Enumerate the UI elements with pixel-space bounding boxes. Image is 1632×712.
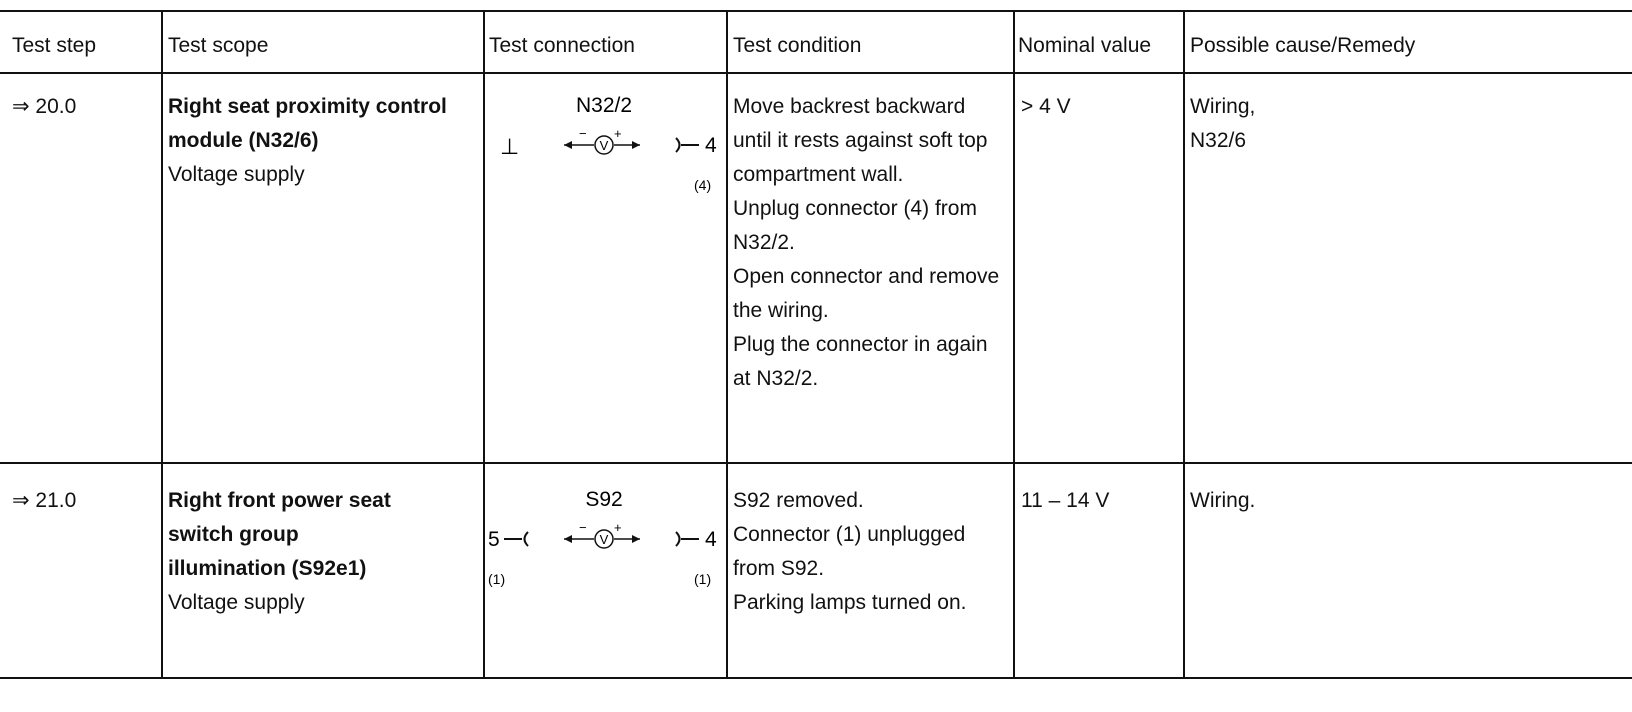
row2-test-condition: S92 removed. Connector (1) unplugged fro… — [733, 484, 966, 620]
col-divider-2 — [483, 10, 485, 678]
row1-left-terminal: ⊥ — [500, 134, 519, 159]
row1-test-step: ⇒ 20.0 — [12, 95, 77, 118]
header-test-step: Test step — [12, 34, 97, 57]
col-divider-5 — [1183, 10, 1185, 678]
row2-voltmeter-diagram: S92 5 (1) − V + 4 (1) — [488, 488, 717, 587]
row1-nominal-value: > 4 V — [1021, 95, 1071, 118]
svg-text:−: − — [579, 520, 587, 535]
row1-voltmeter-diagram: N32/2 ⊥ − V + 4 (4) — [500, 94, 717, 193]
right-connector-symbol — [675, 137, 699, 153]
row2-scope-line: switch group — [168, 523, 299, 546]
row1-scope-line: Voltage supply — [168, 163, 305, 186]
row1-right-connector: (4) — [694, 177, 711, 193]
remedy-line: Wiring, — [1190, 95, 1256, 118]
row2-scope-line: Voltage supply — [168, 591, 305, 614]
row1-right-terminal: 4 — [705, 134, 717, 157]
row2-nominal-value: 11 – 14 V — [1021, 489, 1110, 512]
condition-line: Plug the connector in again — [733, 333, 988, 356]
header-test-condition: Test condition — [733, 34, 862, 57]
svg-text:V: V — [600, 138, 609, 153]
condition-line: until it rests against soft top — [733, 129, 988, 152]
row2-test-scope: Right front power seat switch group illu… — [168, 484, 391, 620]
condition-line: N32/2. — [733, 231, 795, 254]
table-bottom-rule — [0, 677, 1632, 679]
condition-line: Open connector and remove — [733, 265, 1000, 288]
condition-line: the wiring. — [733, 299, 829, 322]
condition-line: S92 removed. — [733, 489, 864, 512]
header-bottom-rule — [0, 72, 1632, 74]
left-connector-symbol — [504, 531, 529, 547]
condition-line: compartment wall. — [733, 163, 904, 186]
row2-left-terminal: 5 — [488, 528, 500, 551]
condition-line: Parking lamps turned on. — [733, 591, 967, 614]
row1-component-label: N32/2 — [576, 94, 632, 117]
condition-line: Move backrest backward — [733, 95, 966, 118]
row2-cause-remedy: Wiring. — [1190, 484, 1255, 518]
row1-cause-remedy: Wiring, N32/6 — [1190, 90, 1255, 158]
remedy-line: Wiring. — [1190, 489, 1256, 512]
row2-test-step: ⇒ 21.0 — [12, 489, 77, 512]
voltmeter-symbol: − V + — [564, 520, 640, 549]
row2-test-connection: S92 5 (1) − V + 4 (1) — [486, 480, 726, 620]
svg-text:−: − — [579, 126, 587, 141]
row1-test-condition: Move backrest backward until it rests ag… — [733, 90, 999, 396]
svg-text:+: + — [614, 520, 622, 535]
row2-scope-line: Right front power seat — [168, 489, 391, 512]
voltmeter-symbol: − V + — [564, 126, 640, 155]
condition-line: Unplug connector (4) from — [733, 197, 977, 220]
row2-left-connector: (1) — [488, 571, 505, 587]
table-top-rule — [0, 10, 1632, 12]
row1-scope-line: module (N32/6) — [168, 129, 319, 152]
header-cause-remedy: Possible cause/Remedy — [1190, 34, 1416, 57]
row2-right-connector: (1) — [694, 571, 711, 587]
row1-test-scope: Right seat proximity control module (N32… — [168, 90, 447, 192]
col-divider-4 — [1013, 10, 1015, 678]
col-divider-3 — [726, 10, 728, 678]
row2-right-terminal: 4 — [705, 528, 717, 551]
svg-text:+: + — [614, 126, 622, 141]
col-divider-1 — [161, 10, 163, 678]
header-nominal-value: Nominal value — [1018, 34, 1152, 57]
row1-test-connection: N32/2 ⊥ − V + 4 (4) — [486, 86, 726, 226]
right-connector-symbol — [675, 531, 699, 547]
svg-text:V: V — [600, 532, 609, 547]
row2-component-label: S92 — [585, 488, 622, 511]
row-divider-rule — [0, 462, 1632, 464]
condition-line: at N32/2. — [733, 367, 819, 390]
header-test-connection: Test connection — [489, 34, 635, 57]
row2-scope-line: illumination (S92e1) — [168, 557, 367, 580]
condition-line: from S92. — [733, 557, 825, 580]
remedy-line: N32/6 — [1190, 129, 1247, 152]
row1-scope-line: Right seat proximity control — [168, 95, 447, 118]
condition-line: Connector (1) unplugged — [733, 523, 966, 546]
header-test-scope: Test scope — [168, 34, 269, 57]
